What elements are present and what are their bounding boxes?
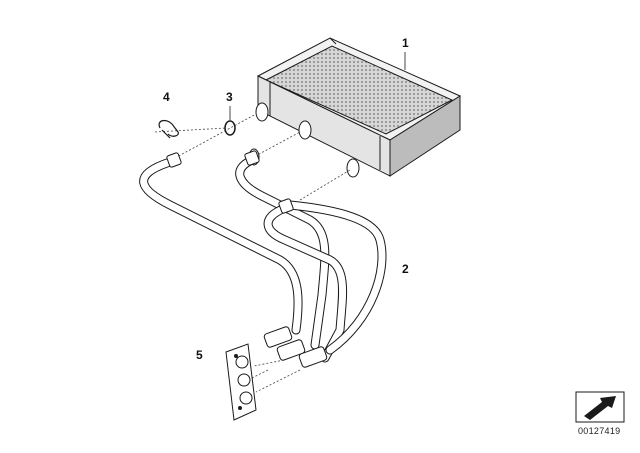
spring-clip: [158, 119, 179, 139]
alignment-lines: [154, 113, 351, 393]
hose-fittings: [166, 150, 328, 368]
callout-4: 4: [163, 90, 170, 104]
hose-assembly: [139, 155, 387, 363]
callout-5: 5: [196, 348, 203, 362]
reference-code: 00127419: [578, 426, 621, 436]
heater-core: [256, 37, 462, 177]
callout-2: 2: [402, 262, 409, 276]
leader-lines: [229, 52, 406, 120]
callout-3: 3: [226, 90, 233, 104]
connector-flange: [225, 343, 257, 421]
o-ring: [224, 120, 236, 136]
reference-arrow-icon: [575, 391, 625, 423]
callout-1: 1: [402, 36, 409, 50]
